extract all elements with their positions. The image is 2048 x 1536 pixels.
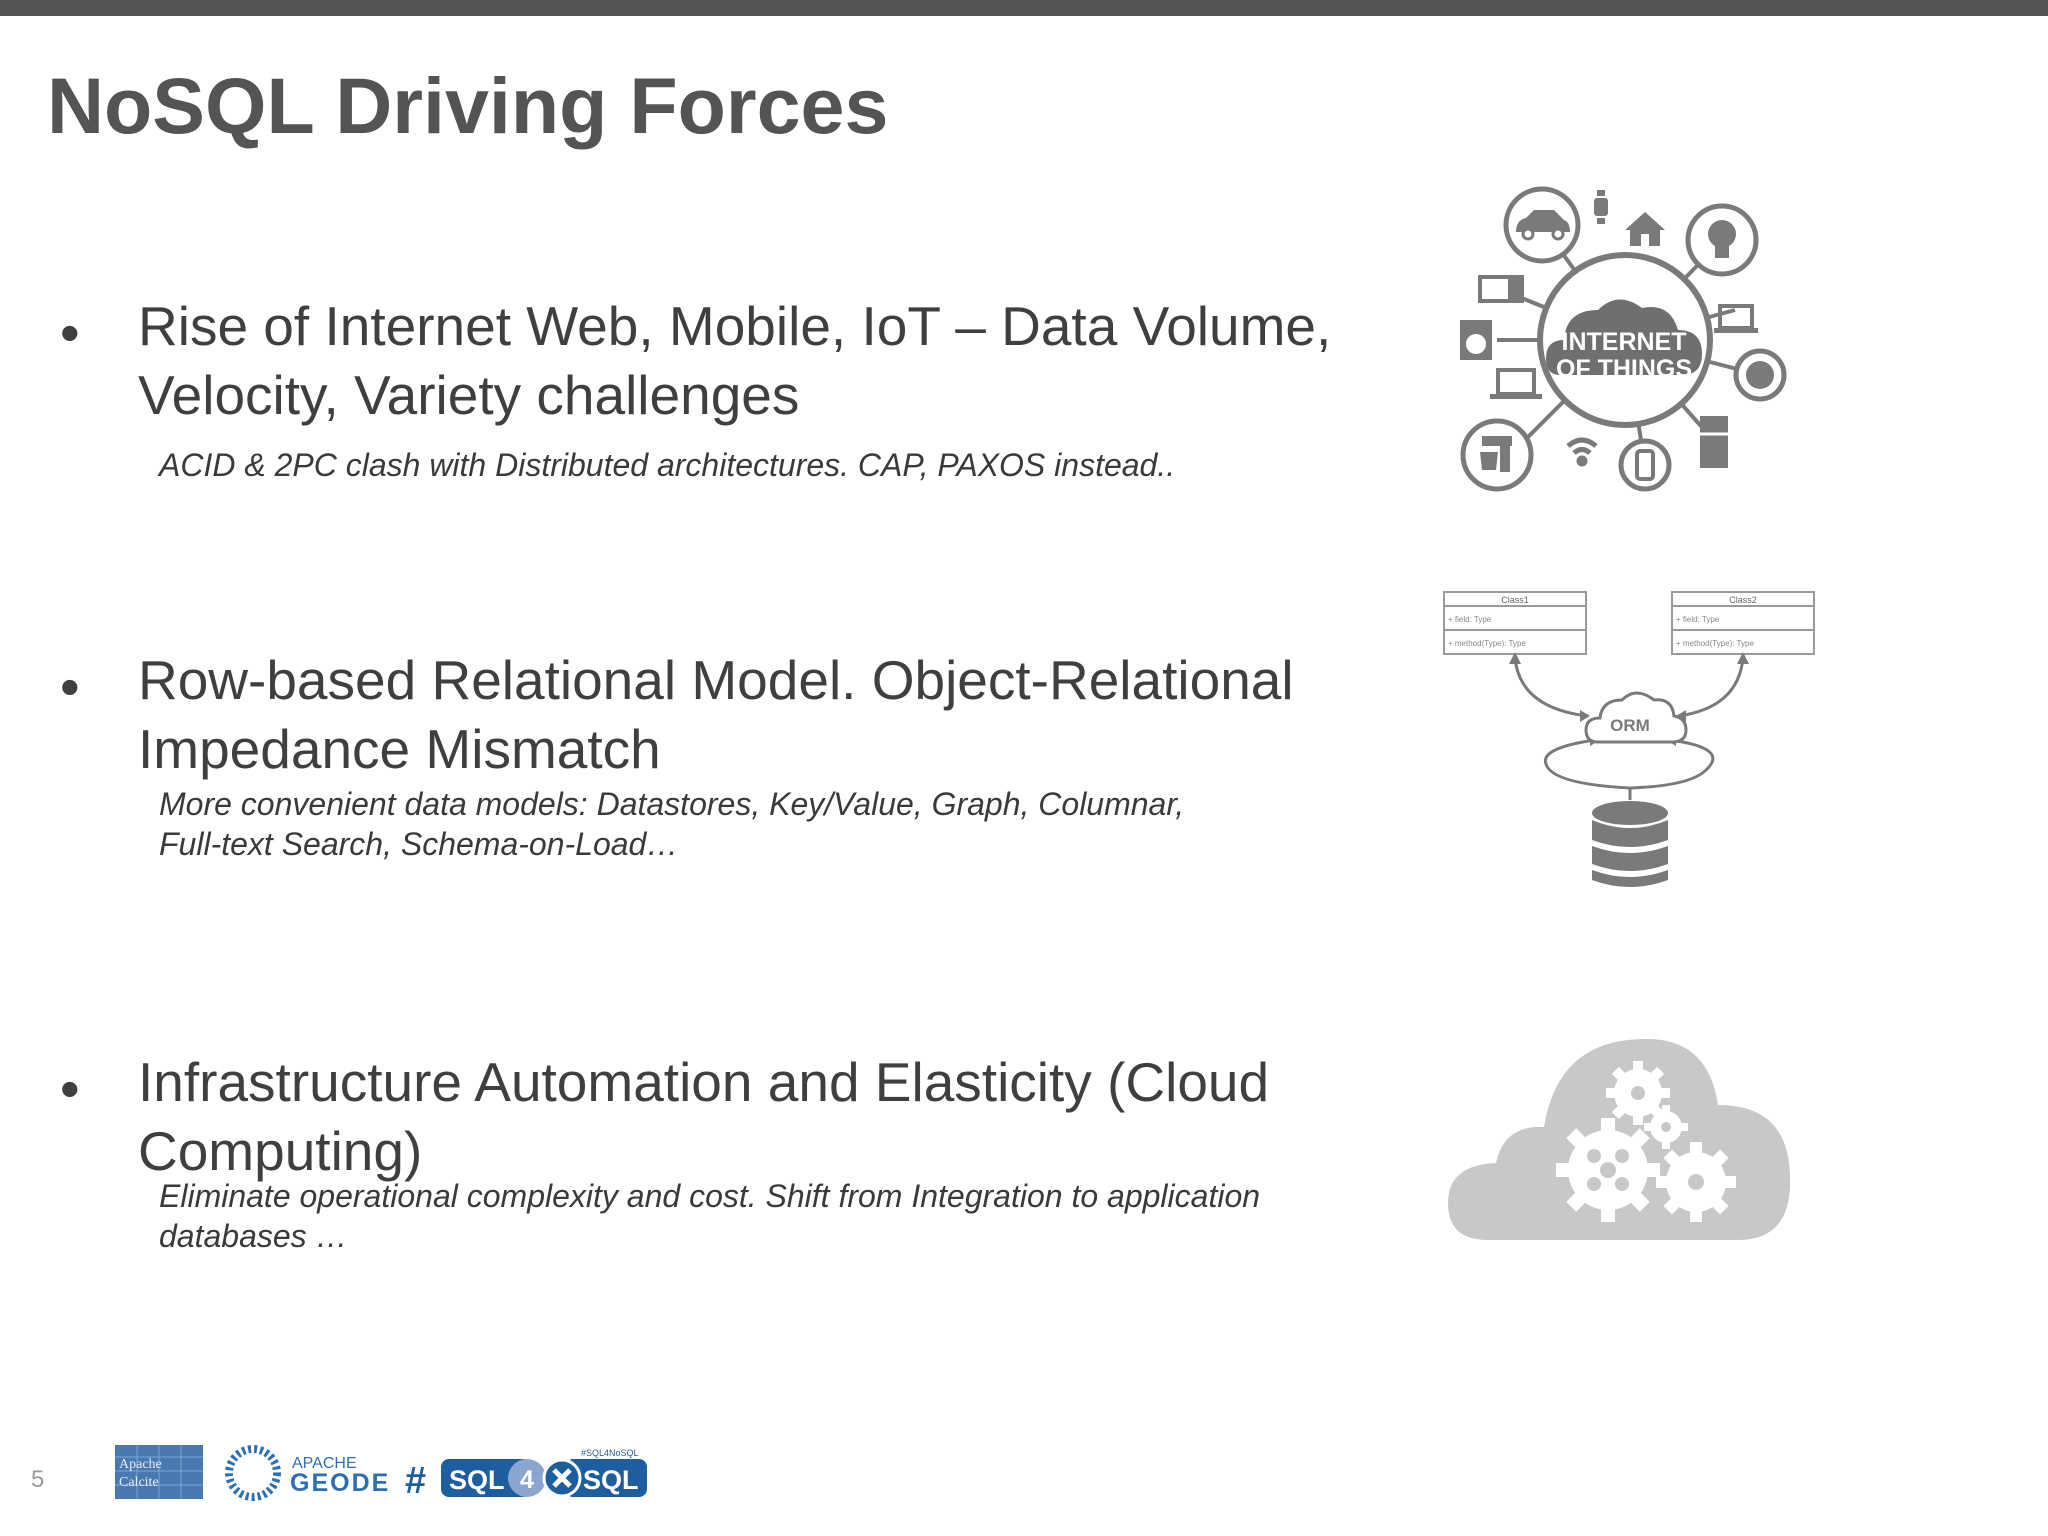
lightbulb-icon — [1685, 203, 1759, 277]
slide-title: NoSQL Driving Forces — [47, 61, 889, 150]
point-2-text: Row-based Relational Model. Object-Relat… — [138, 646, 1398, 784]
microwave-icon — [1478, 275, 1524, 303]
apache-calcite-logo: Apache Calcite — [115, 1445, 203, 1499]
point-3-text: Infrastructure Automation and Elasticity… — [138, 1048, 1398, 1186]
svg-text:SQL: SQL — [449, 1465, 505, 1495]
point-3-line-2: Computing) — [138, 1120, 423, 1182]
class-2-field: + field: Type — [1676, 615, 1720, 624]
class-2-title: Class2 — [1729, 595, 1757, 605]
car-icon — [1503, 186, 1581, 264]
orm-label: ORM — [1610, 716, 1650, 735]
point-2-subtext: More convenient data models: Datastores,… — [159, 784, 1379, 864]
globe-icon — [1733, 348, 1787, 402]
washing-machine-icon — [1460, 320, 1492, 360]
point-3-line-1: Infrastructure Automation and Elasticity… — [138, 1051, 1270, 1113]
svg-text:4: 4 — [520, 1466, 534, 1494]
apache-geode-logo: APACHE GEODE — [225, 1445, 390, 1501]
point-2-line-1: Row-based Relational Model. Object-Relat… — [138, 649, 1294, 711]
point-2-sub-line-2: Full-text Search, Schema-on-Load… — [159, 826, 679, 862]
database-icon — [1592, 801, 1668, 887]
class-1-field: + field: Type — [1448, 615, 1492, 624]
svg-text:#SQL4NoSQL: #SQL4NoSQL — [581, 1448, 639, 1458]
sql4sql-logo: # #SQL4NoSQL SQL 4 SQL — [405, 1448, 647, 1502]
point-3-subtext: Eliminate operational complexity and cos… — [159, 1176, 1379, 1256]
point-1-sub-line-1: ACID & 2PC clash with Distributed archit… — [159, 447, 1176, 483]
uml-class-1: Class1 + field: Type + method(Type): Typ… — [1443, 591, 1587, 655]
uml-class-2: Class2 + field: Type + method(Type): Typ… — [1671, 591, 1815, 655]
footer-logos: Apache Calcite APACHE GEODE # #SQL4NoSQL… — [115, 1445, 647, 1502]
svg-text:APACHE: APACHE — [292, 1455, 357, 1472]
bullet-marker-3: • — [60, 1057, 80, 1120]
point-2-sub-line-1: More convenient data models: Datastores,… — [159, 786, 1185, 822]
class-2-method: + method(Type): Type — [1676, 639, 1754, 648]
iot-label-line-1: INTERNET — [1562, 328, 1687, 356]
internet-of-things-icon: INTERNET OF THINGS — [1460, 186, 1787, 492]
orm-diagram-icon: Class1 + field: Type + method(Type): Typ… — [1443, 591, 1815, 887]
top-bar — [0, 0, 2048, 16]
class-1-title: Class1 — [1501, 595, 1529, 605]
house-icon — [1625, 212, 1665, 246]
svg-text:SQL: SQL — [583, 1465, 639, 1495]
point-1-line-1: Rise of Internet Web, Mobile, IoT – Data… — [138, 295, 1332, 357]
fridge-icon — [1700, 416, 1728, 468]
svg-text:#: # — [405, 1460, 426, 1502]
bullet-marker-2: • — [60, 655, 80, 718]
point-1-subtext: ACID & 2PC clash with Distributed archit… — [159, 445, 1379, 485]
mixer-icon — [1460, 418, 1534, 492]
point-1-text: Rise of Internet Web, Mobile, IoT – Data… — [138, 292, 1398, 430]
phone-icon — [1618, 438, 1672, 492]
wifi-icon — [1566, 437, 1598, 467]
bullet-marker-1: • — [60, 301, 80, 364]
class-1-method: + method(Type): Type — [1448, 639, 1526, 648]
smartwatch-icon — [1594, 190, 1608, 224]
page-number: 5 — [31, 1466, 45, 1493]
notebook-icon — [1490, 368, 1542, 399]
iot-label-line-2: OF THINGS — [1556, 355, 1692, 383]
orm-cloud-icon: ORM — [1584, 691, 1688, 744]
svg-text:Apache: Apache — [119, 1457, 162, 1472]
point-3-sub-line-1: Eliminate operational complexity and cos… — [159, 1178, 1261, 1214]
orm-arrows — [1513, 657, 1745, 800]
cloud-gears-icon — [1448, 1038, 1791, 1240]
svg-text:Calcite: Calcite — [119, 1475, 159, 1490]
svg-text:GEODE: GEODE — [290, 1469, 390, 1497]
point-3-sub-line-2: databases … — [159, 1218, 348, 1254]
point-2-line-2: Impedance Mismatch — [138, 718, 661, 780]
point-1-line-2: Velocity, Variety challenges — [138, 364, 800, 426]
laptop-icon — [1714, 304, 1758, 333]
